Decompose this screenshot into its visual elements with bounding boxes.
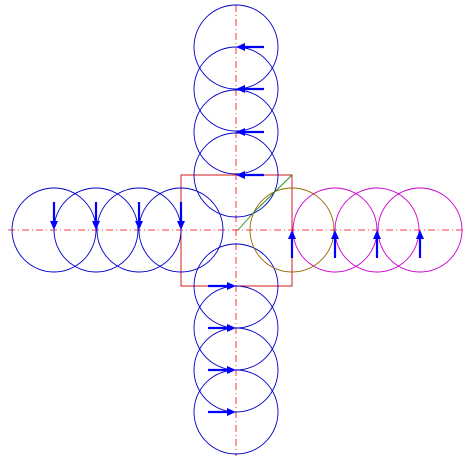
hub-inner-lines — [237, 174, 293, 231]
arrow-icon — [208, 408, 236, 416]
arrow-icon — [236, 128, 264, 136]
right-circle-4 — [377, 187, 463, 273]
arrow-icon — [416, 230, 424, 258]
arrow-icon — [331, 230, 339, 258]
arrow-icon — [288, 230, 296, 258]
arrow-icon — [373, 230, 381, 258]
arrow-icon — [208, 282, 236, 290]
hub-circle — [249, 187, 335, 273]
top-circle-3 — [193, 89, 279, 175]
top-circle-4 — [193, 132, 279, 218]
arrow-icon — [50, 202, 58, 230]
arrow-icon — [236, 85, 264, 93]
left-arrows — [50, 202, 185, 230]
arrow-icon — [208, 324, 236, 332]
arrow-icon — [208, 366, 236, 374]
arrow-icon — [236, 43, 264, 51]
arrow-icon — [135, 202, 143, 230]
top-arrows — [236, 43, 264, 179]
right-arrows — [288, 230, 424, 258]
arrow-icon — [92, 202, 100, 230]
bottom-arrows — [208, 282, 236, 416]
arrow-icon — [236, 171, 264, 179]
arrow-icon — [177, 202, 185, 230]
